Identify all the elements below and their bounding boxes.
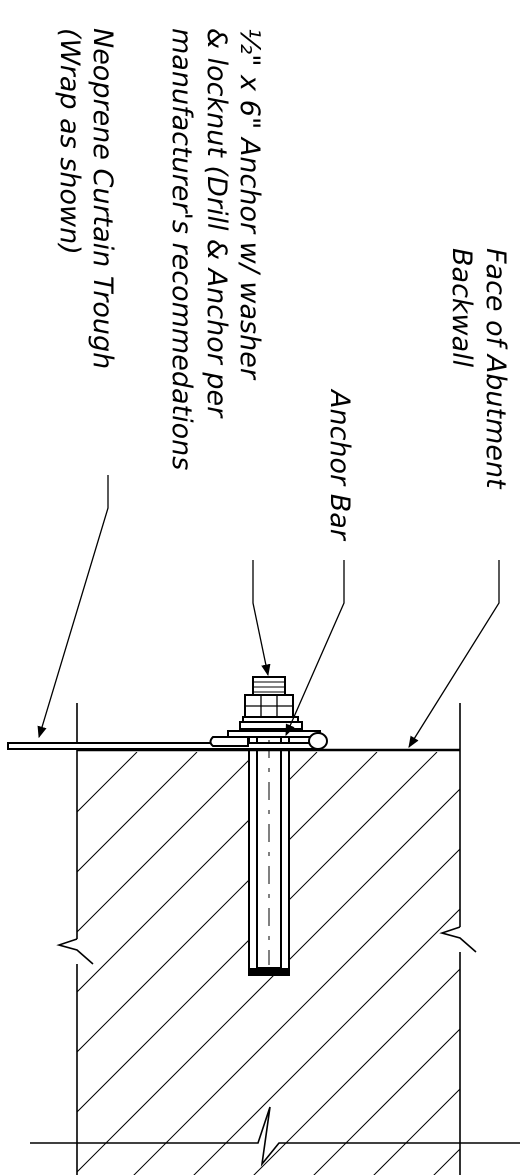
label-anchor-line3: manufacturer's recommedations (166, 28, 197, 470)
leader-lines (37, 475, 500, 748)
leader-anchor (252, 560, 271, 677)
washer-locknut (239, 676, 303, 730)
label-abutment-line2: Backwall (446, 248, 477, 368)
label-anchor-line2: & locknut (Drill & Anchor per (201, 28, 232, 419)
leader-abutment (408, 560, 500, 748)
label-neoprene-line2: (Wrap as shown) (54, 28, 85, 255)
anchor-grout-bottom (249, 968, 289, 975)
neoprene-curtain-trough (7, 730, 328, 750)
leader-anchor-bar (285, 560, 345, 737)
leader-neoprene (37, 475, 109, 739)
label-abutment-line1: Face of Abutment (480, 248, 511, 490)
label-anchor-bar: Anchor Bar (324, 388, 355, 542)
label-anchor-line1: ½" x 6" Anchor w/ washer (234, 28, 265, 381)
label-neoprene-line1: Neoprene Curtain Trough (87, 28, 118, 369)
backwall-outline (30, 703, 520, 1175)
